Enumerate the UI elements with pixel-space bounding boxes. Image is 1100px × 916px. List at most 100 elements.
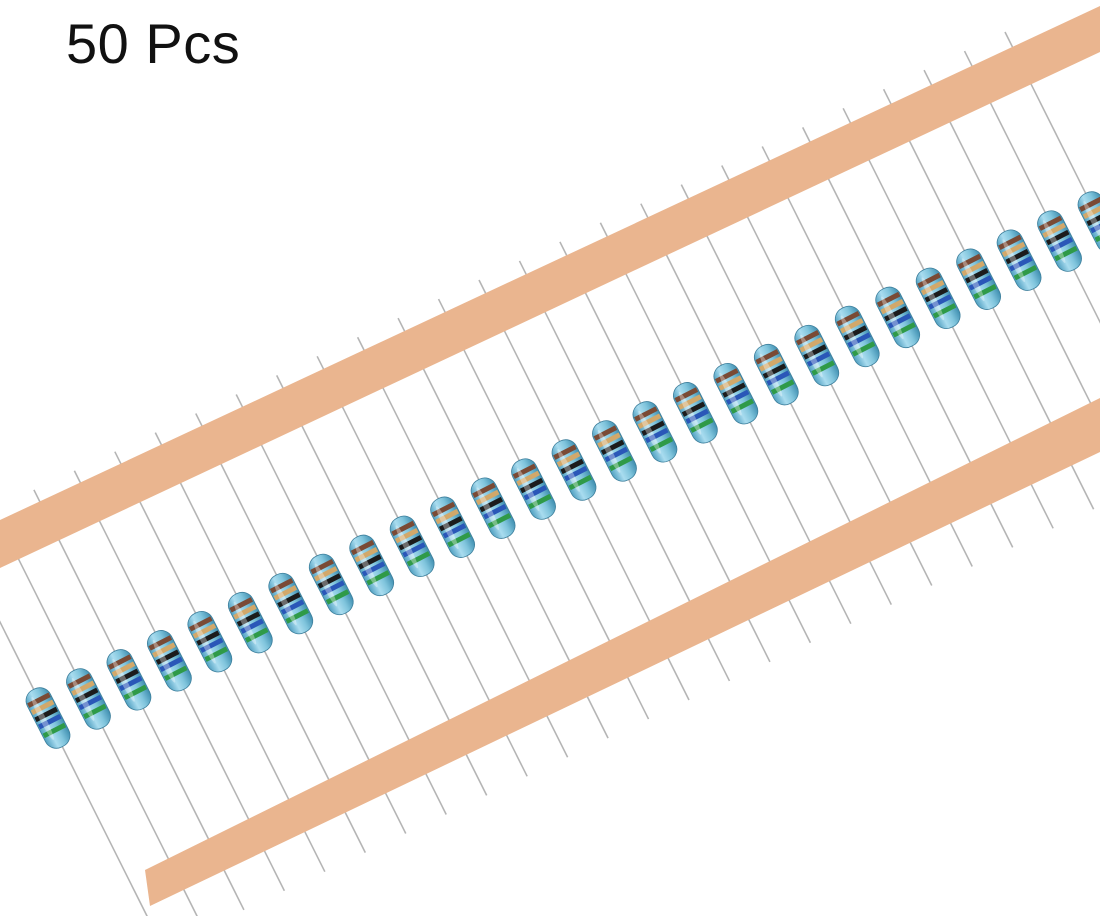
body-highlight — [1083, 201, 1100, 244]
resistor — [713, 363, 759, 425]
quantity-label: 50 Pcs — [66, 12, 241, 75]
color-band — [770, 379, 795, 395]
color-band — [350, 539, 375, 556]
body-highlight — [516, 468, 540, 511]
color-band — [718, 375, 743, 391]
body-highlight — [274, 582, 297, 626]
color-band — [438, 515, 463, 532]
lead-wire — [1004, 31, 1100, 224]
resistor — [147, 630, 192, 692]
color-band — [1005, 248, 1030, 265]
resistor — [389, 515, 435, 577]
color-band — [34, 706, 59, 723]
color-band — [30, 699, 55, 715]
color-band — [192, 623, 217, 639]
color-band — [472, 482, 496, 499]
body-highlight — [759, 353, 783, 397]
color-band — [649, 436, 674, 452]
color-band — [593, 425, 618, 441]
body-highlight — [719, 372, 742, 416]
color-band — [74, 687, 99, 704]
body-highlight — [921, 277, 945, 321]
color-band — [483, 504, 507, 520]
color-band — [964, 267, 989, 284]
color-band — [604, 446, 629, 463]
color-band — [82, 703, 107, 720]
color-band — [1079, 196, 1100, 212]
color-band — [924, 287, 949, 303]
resistor — [592, 420, 637, 482]
color-band — [600, 439, 625, 456]
color-band — [67, 673, 92, 689]
body-highlight — [476, 487, 499, 531]
color-band — [229, 597, 254, 613]
body-highlight — [395, 525, 419, 569]
color-band — [317, 573, 342, 589]
color-band — [957, 253, 982, 270]
color-band — [880, 299, 905, 315]
paper-tape-bottom — [145, 398, 1100, 906]
color-band — [435, 508, 459, 525]
color-band — [884, 306, 908, 322]
resistor — [915, 267, 961, 329]
color-band — [887, 313, 912, 329]
color-band — [398, 535, 423, 551]
color-band — [681, 401, 706, 417]
color-band — [560, 458, 585, 475]
color-band — [155, 649, 180, 665]
color-band — [674, 387, 699, 403]
body-highlight — [962, 258, 985, 302]
color-band — [516, 470, 540, 487]
body-highlight — [436, 506, 459, 550]
color-band — [78, 694, 103, 711]
color-band — [240, 618, 264, 634]
color-band — [1049, 236, 1074, 253]
color-band — [637, 413, 662, 429]
color-band — [1045, 229, 1070, 246]
body-highlight — [678, 391, 702, 435]
body-highlight — [597, 429, 621, 473]
color-band — [111, 661, 136, 677]
color-band — [236, 611, 261, 627]
color-band — [892, 322, 916, 338]
color-band — [641, 420, 665, 436]
color-band — [402, 542, 426, 558]
color-band — [358, 554, 382, 570]
resistor — [106, 649, 152, 711]
color-band — [876, 291, 901, 308]
color-band — [806, 351, 831, 367]
color-band — [285, 608, 309, 624]
body-highlight — [233, 601, 257, 645]
color-band — [722, 382, 746, 398]
resistor — [551, 439, 597, 501]
color-band — [1001, 241, 1026, 258]
color-band — [325, 589, 350, 605]
color-band — [795, 330, 820, 346]
resistor — [875, 286, 921, 349]
color-band — [528, 493, 552, 510]
color-band — [431, 501, 456, 518]
color-band — [188, 616, 213, 632]
resistor — [470, 477, 516, 539]
color-band — [1042, 222, 1066, 239]
color-band — [196, 630, 220, 646]
color-band — [968, 275, 993, 291]
resistor — [1077, 191, 1100, 253]
color-band — [1089, 217, 1100, 234]
color-band — [487, 512, 512, 529]
resistor — [996, 229, 1042, 291]
color-band — [42, 722, 67, 739]
resistor — [227, 591, 273, 654]
body-highlight — [314, 563, 338, 607]
color-band — [1038, 215, 1063, 231]
color-band — [163, 665, 188, 681]
resistor — [753, 343, 799, 406]
body-highlight — [1042, 220, 1066, 263]
color-band — [391, 520, 415, 537]
color-band — [553, 444, 577, 460]
color-band — [27, 692, 51, 708]
color-band — [447, 532, 471, 548]
color-band — [37, 713, 62, 730]
resistor — [632, 401, 678, 463]
color-band — [678, 394, 702, 410]
